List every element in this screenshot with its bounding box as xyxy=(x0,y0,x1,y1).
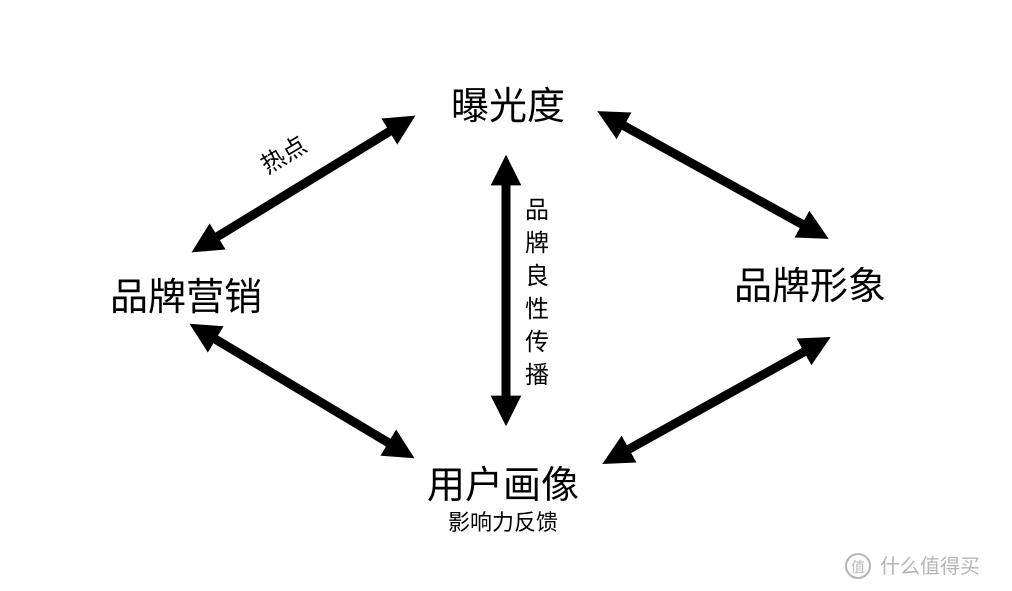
vertical-char: 良 xyxy=(525,262,549,290)
vertical-char: 品 xyxy=(525,196,549,224)
vertical-char: 牌 xyxy=(525,229,549,257)
node-brand-image: 品牌形象 xyxy=(734,264,886,308)
edge-label-vertical: 品 牌 良 性 传 播 xyxy=(525,196,549,389)
watermark: 值 什么值得买 xyxy=(845,553,980,579)
node-user-portrait: 用户画像 xyxy=(427,463,579,507)
arrow-exposure-brand-image xyxy=(597,111,829,239)
arrow-marketing-user-portrait xyxy=(189,323,415,459)
watermark-text: 什么值得买 xyxy=(880,554,980,578)
node-brand-marketing: 品牌营销 xyxy=(110,275,262,319)
watermark-logo-glyph: 值 xyxy=(851,560,865,576)
vertical-char: 播 xyxy=(525,361,549,389)
arrow-marketing-exposure xyxy=(191,115,416,253)
vertical-char: 传 xyxy=(525,328,549,356)
watermark-logo-icon xyxy=(845,553,871,579)
arrow-user-portrait-brand-image xyxy=(602,337,831,464)
edge-label-hotspot: 热点 xyxy=(256,131,312,180)
node-user-portrait-subtitle: 影响力反馈 xyxy=(448,511,558,536)
node-exposure: 曝光度 xyxy=(451,84,565,128)
vertical-char: 性 xyxy=(525,295,549,323)
